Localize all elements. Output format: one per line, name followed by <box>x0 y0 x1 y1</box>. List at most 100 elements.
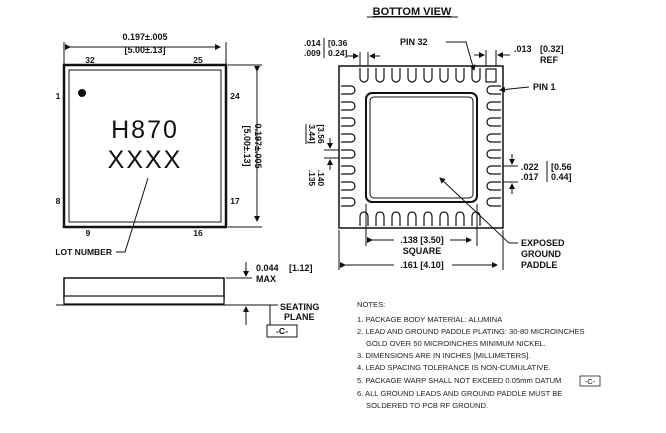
pad <box>486 101 501 111</box>
pad <box>391 68 401 83</box>
pin-32-label: PIN 32 <box>400 37 428 47</box>
side-height-mm: [1.12] <box>289 263 313 273</box>
pad <box>341 149 356 159</box>
exposed-ground-paddle-inner <box>369 96 474 199</box>
datum-c-box <box>266 324 298 338</box>
exposed-paddle-leader <box>439 177 518 244</box>
pin-32-leader <box>446 41 476 71</box>
notes-heading: NOTES: <box>357 300 385 309</box>
body-size-label: .161 [4.10] <box>400 260 444 270</box>
pad-pin-1 <box>486 85 501 95</box>
exposed-ground-paddle <box>365 92 478 203</box>
pin-1-indicator-dot <box>78 89 86 97</box>
pin-number-25: 25 <box>193 55 203 65</box>
pad <box>341 197 356 207</box>
pad <box>341 181 356 191</box>
pads-top-row <box>359 68 497 83</box>
note-2b: GOLD OVER 50 MICROINCHES MINIMUM NICKEL. <box>366 339 546 348</box>
pin-number-1: 1 <box>56 91 61 101</box>
note-1: 1. PACKAGE BODY MATERIAL: ALUMINA <box>357 315 503 324</box>
top-view: 0.197±.005 [5.00±.13] 32 25 1 24 8 17 9 … <box>55 32 263 257</box>
note-3: 3. DIMENSIONS ARE IN INCHES [MILLIMETERS… <box>357 351 530 360</box>
marking-part-number: H870 <box>111 116 179 144</box>
note-5: 5. PACKAGE WARP SHALL NOT EXCEED 0.05mm … <box>357 376 561 385</box>
pads-left-column <box>341 85 356 207</box>
note-6b: SOLDERED TO PCB RF GROUND. <box>366 401 488 410</box>
width-inch-label: 0.197±.005 <box>123 32 168 42</box>
pad <box>341 85 356 95</box>
pad <box>375 68 385 83</box>
pad <box>359 211 369 226</box>
corner-ref-pad <box>485 68 497 83</box>
bottom-view-title: BOTTOM VIEW <box>373 6 452 18</box>
pitch-in-a: .022 <box>521 162 539 172</box>
pad <box>341 165 356 175</box>
side-height-inch: 0.044 <box>256 263 279 273</box>
note-4: 4. LEAD SPACING TOLERANCE IS NON-CUMULAT… <box>357 363 551 372</box>
marking-lot-code: XXXX <box>108 146 183 174</box>
paddle-square-label: SQUARE <box>403 246 442 256</box>
note-5-datum: -C- <box>585 377 596 386</box>
pads-right-column <box>486 85 501 207</box>
exposed-label-2: GROUND <box>521 249 561 259</box>
pad-width-mm-b: 0.24] <box>328 48 348 58</box>
pad-length-in-a: .140 <box>316 170 326 187</box>
notes-block: NOTES: 1. PACKAGE BODY MATERIAL: ALUMINA… <box>357 300 601 410</box>
pad-length-mm-a: [3.56 <box>316 124 326 144</box>
pad <box>341 117 356 127</box>
ref-label: REF <box>540 55 559 65</box>
side-base <box>63 295 225 305</box>
note-2a: 2. LEAD AND GROUND PADDLE PLATING: 30-80… <box>357 327 585 336</box>
pad-pin-32 <box>471 68 481 83</box>
pad <box>486 117 501 127</box>
lot-number-label: LOT NUMBER <box>55 247 112 257</box>
pad <box>375 211 385 226</box>
pad <box>407 68 417 83</box>
ref-inch-label: .013 <box>514 44 532 54</box>
datum-c-label: -C- <box>276 326 288 336</box>
ref-mm-label: [0.32] <box>540 44 564 54</box>
pin-number-16: 16 <box>193 228 203 238</box>
note-5-datum-box <box>579 375 601 387</box>
exposed-label-3: PADDLE <box>521 260 557 270</box>
pad <box>341 133 356 143</box>
pad-width-in-b: .009 <box>304 48 321 58</box>
pad <box>439 211 449 226</box>
pitch-in-b: .017 <box>521 172 539 182</box>
pad <box>455 68 465 83</box>
package-body-inner <box>68 69 222 223</box>
pad <box>486 133 501 143</box>
pad <box>341 101 356 111</box>
pitch-mm-a: [0.56 <box>551 162 572 172</box>
pad <box>486 181 501 191</box>
pad <box>423 68 433 83</box>
pin-number-9: 9 <box>86 228 91 238</box>
pin-1-leader <box>499 86 530 93</box>
pad <box>423 211 433 226</box>
width-mm-label: [5.00±.13] <box>125 45 166 55</box>
height-inch-label: 0.197±.005 <box>253 124 263 169</box>
seating-label-2: PLANE <box>284 312 315 322</box>
bottom-view: BOTTOM VIEW <box>304 6 572 270</box>
pin-1-label: PIN 1 <box>533 82 556 92</box>
pin-number-32: 32 <box>85 55 95 65</box>
pad <box>486 197 501 207</box>
side-height-max: MAX <box>256 274 276 284</box>
pad-width-in-a: .014 <box>304 38 321 48</box>
pad <box>359 68 369 83</box>
exposed-label-1: EXPOSED <box>521 238 565 248</box>
paddle-size-label: .138 [3.50] <box>400 235 444 245</box>
pad <box>439 68 449 83</box>
pad <box>407 211 417 226</box>
lot-number-leader <box>116 177 149 253</box>
pad-length-in-b: .135 <box>307 170 317 187</box>
pad <box>486 149 501 159</box>
pad <box>391 211 401 226</box>
side-view: 0.044 [1.12] MAX SEATING PLANE -C- <box>56 262 319 338</box>
pad <box>486 165 501 175</box>
pad-length-mm-b: 3.44] <box>307 124 317 144</box>
note-6a: 6. ALL GROUND LEADS AND GROUND PADDLE MU… <box>357 389 562 398</box>
pin-number-17: 17 <box>230 196 240 206</box>
pad-width-mm-a: [0.36 <box>328 38 348 48</box>
